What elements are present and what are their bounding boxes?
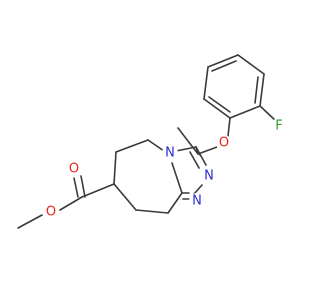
atom-o-carbonyl: O (66, 161, 82, 177)
bond-ch-o (197, 146, 218, 155)
bond-ar6-ar1 (203, 98, 231, 119)
bond-c3-n2-double-2 (189, 151, 200, 169)
atom-n1: N (189, 193, 205, 209)
bond-ch-ch3 (177, 127, 199, 155)
atom-label-o-carbonyl: O (69, 162, 79, 177)
bond-ar4-ar5 (207, 54, 239, 68)
atom-label-n4: N (165, 146, 175, 161)
atom-labels: O O N N N O F (43, 118, 287, 220)
bond-c9-c9a (167, 192, 183, 214)
atom-n2: N (201, 168, 217, 184)
bond-ar1-ar2 (229, 105, 261, 119)
bond-ar2-f (259, 105, 277, 122)
bond-carbonyl-double-2 (73, 177, 79, 198)
bond-carbonyl-c7 (81, 183, 115, 198)
bond-ar-inner-3 (208, 96, 231, 113)
atom-label-f: F (275, 119, 282, 134)
bond-c6-c5 (115, 139, 149, 153)
bond-c7-c8 (113, 183, 137, 211)
atom-label-n1: N (192, 194, 202, 209)
bond-n2-n1 (193, 184, 203, 195)
atom-label-o-ether: O (219, 136, 229, 151)
bond-o-ar1 (227, 117, 231, 137)
bond-c8-c9 (135, 209, 169, 214)
atom-label-o-ester: O (46, 205, 56, 220)
bond-ar2-ar3 (259, 73, 265, 107)
bond-ar-inner-2 (211, 60, 237, 72)
bond-o-carbonyl (59, 196, 83, 211)
atom-o-ether: O (216, 135, 232, 151)
bond-n4-c9a (171, 162, 183, 194)
atom-label-n2: N (204, 169, 214, 184)
atom-n4: N (162, 145, 178, 161)
bond-ch3-o (17, 214, 43, 229)
bond-c5-n4 (147, 139, 165, 152)
bond-ar3-ar4 (237, 54, 265, 75)
bond-ar-inner-1 (254, 76, 259, 104)
atom-f: F (271, 118, 287, 134)
bond-ar5-ar6 (203, 66, 209, 100)
molecule-svg: O O N N N O F (17, 54, 287, 229)
bonds (17, 54, 277, 229)
molecule-structure-diagram: O O N N N O F (17, 54, 287, 229)
atom-o-ester: O (43, 204, 59, 220)
bond-carbonyl-double-1 (80, 175, 86, 198)
bond-c7-c6 (113, 151, 117, 185)
